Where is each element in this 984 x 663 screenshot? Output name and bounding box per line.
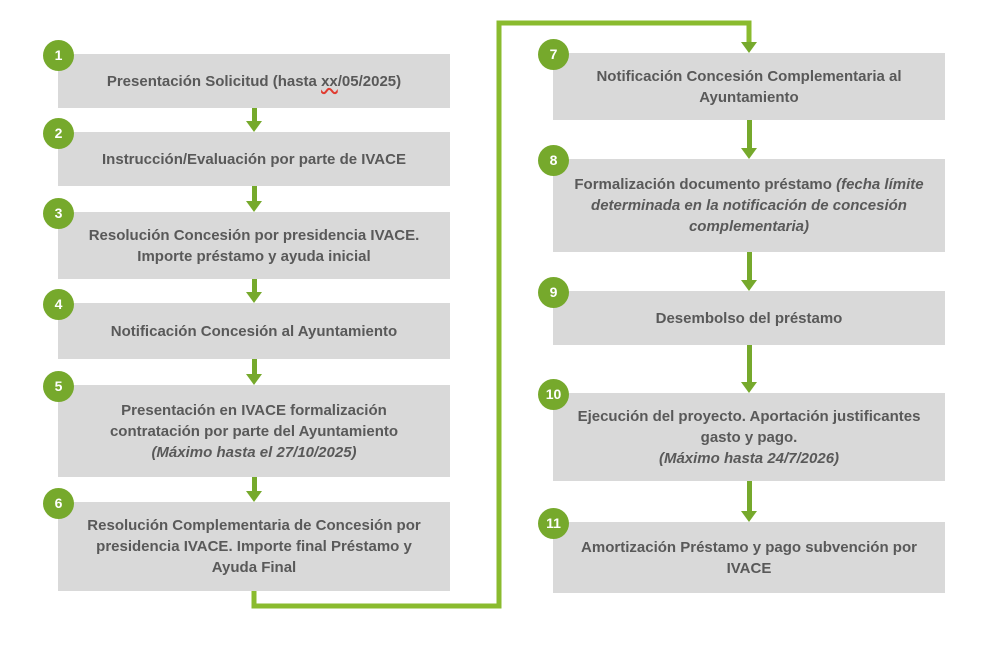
arrow-stem xyxy=(251,477,257,492)
arrow-head-icon xyxy=(246,201,262,212)
step-1-text-main: Presentación Solicitud (hasta xyxy=(106,72,322,90)
flow-arrow xyxy=(741,345,757,393)
arrow-head-icon xyxy=(741,511,757,522)
arrow-stem xyxy=(746,345,752,383)
step-1-misspelled-text: xx xyxy=(321,72,338,90)
step-5-text-main: Presentación en IVACE formalización cont… xyxy=(109,401,399,440)
step-5-text: Presentación en IVACE formalización cont… xyxy=(58,400,450,463)
step-3-text: Resolución Concesión por presidencia IVA… xyxy=(58,225,450,267)
arrow-stem xyxy=(746,481,752,512)
step-box-8: Formalización documento préstamo (fecha … xyxy=(538,145,945,252)
arrow-stem xyxy=(251,359,257,375)
step-6-text-main: Resolución Complementaria de Concesión p… xyxy=(87,517,421,576)
flow-arrow xyxy=(741,120,757,159)
step-9-number-badge: 9 xyxy=(538,277,569,308)
flow-arrow xyxy=(246,359,262,385)
arrow-head-icon xyxy=(741,280,757,291)
step-1-number-badge: 1 xyxy=(43,40,74,71)
flow-arrow xyxy=(741,481,757,522)
step-4-text: Notificación Concesión al Ayuntamiento xyxy=(58,321,450,342)
step-11-text-main: Amortización Préstamo y pago subvención … xyxy=(581,538,917,577)
step-10-number-badge: 10 xyxy=(538,379,569,410)
step-box-2: Instrucción/Evaluación por parte de IVAC… xyxy=(43,118,450,186)
arrow-stem xyxy=(251,186,257,202)
step-10-text-main: Ejecución del proyecto. Aportación justi… xyxy=(577,407,921,446)
step-box-4: Notificación Concesión al Ayuntamiento 4 xyxy=(43,289,450,359)
step-4-text-main: Notificación Concesión al Ayuntamiento xyxy=(110,322,398,340)
flow-arrow xyxy=(246,477,262,502)
step-11-number-badge: 11 xyxy=(538,508,569,539)
step-10-text: Ejecución del proyecto. Aportación justi… xyxy=(553,406,945,469)
step-1-text-after: /05/2025) xyxy=(337,72,402,90)
arrow-head-icon xyxy=(741,148,757,159)
step-9-text-main: Desembolso del préstamo xyxy=(655,309,843,327)
step-2-text: Instrucción/Evaluación por parte de IVAC… xyxy=(58,149,450,170)
step-4-number-badge: 4 xyxy=(43,289,74,320)
step-3-text-main: Resolución Concesión por presidencia IVA… xyxy=(88,226,420,265)
flow-arrow xyxy=(246,186,262,212)
step-3-number-badge: 3 xyxy=(43,198,74,229)
step-11-text: Amortización Préstamo y pago subvención … xyxy=(553,537,945,579)
step-6-number-badge: 6 xyxy=(43,488,74,519)
step-box-7: Notificación Concesión Complementaria al… xyxy=(538,39,945,120)
step-5-deadline-note: (Máximo hasta el 27/10/2025) xyxy=(151,443,357,461)
step-10-deadline-note: (Máximo hasta 24/7/2026) xyxy=(658,449,840,467)
connector-arrowhead-icon xyxy=(741,42,757,53)
step-box-9: Desembolso del préstamo 9 xyxy=(538,277,945,345)
arrow-head-icon xyxy=(741,382,757,393)
step-box-5: Presentación en IVACE formalización cont… xyxy=(43,371,450,477)
step-box-10: Ejecución del proyecto. Aportación justi… xyxy=(538,379,945,481)
arrow-stem xyxy=(746,252,752,281)
arrow-head-icon xyxy=(246,374,262,385)
step-2-text-main: Instrucción/Evaluación por parte de IVAC… xyxy=(102,150,406,168)
step-6-text: Resolución Complementaria de Concesión p… xyxy=(58,515,450,578)
step-box-11: Amortización Préstamo y pago subvención … xyxy=(538,508,945,593)
arrow-stem xyxy=(251,108,257,122)
step-box-1: Presentación Solicitud (hasta xx/05/2025… xyxy=(43,40,450,108)
step-2-number-badge: 2 xyxy=(43,118,74,149)
step-8-deadline-note: (fecha límite determinada en la notifica… xyxy=(591,176,924,235)
arrow-stem xyxy=(746,120,752,149)
step-7-text: Notificación Concesión Complementaria al… xyxy=(553,66,945,108)
step-7-text-main: Notificación Concesión Complementaria al… xyxy=(596,67,902,106)
flow-arrow xyxy=(246,108,262,132)
arrow-head-icon xyxy=(246,292,262,303)
step-1-text: Presentación Solicitud (hasta xx/05/2025… xyxy=(58,71,450,92)
step-8-text-main: Formalización documento préstamo xyxy=(574,176,832,193)
step-8-number-badge: 8 xyxy=(538,145,569,176)
arrow-stem xyxy=(251,279,257,293)
step-8-text: Formalización documento préstamo (fecha … xyxy=(553,174,945,237)
arrow-head-icon xyxy=(246,121,262,132)
step-box-3: Resolución Concesión por presidencia IVA… xyxy=(43,198,450,279)
step-7-number-badge: 7 xyxy=(538,39,569,70)
arrow-head-icon xyxy=(246,491,262,502)
flow-arrow xyxy=(246,279,262,303)
step-5-number-badge: 5 xyxy=(43,371,74,402)
step-box-6: Resolución Complementaria de Concesión p… xyxy=(43,488,450,591)
flow-arrow xyxy=(741,252,757,291)
connector-path xyxy=(251,20,752,609)
step-9-text: Desembolso del préstamo xyxy=(553,308,945,329)
